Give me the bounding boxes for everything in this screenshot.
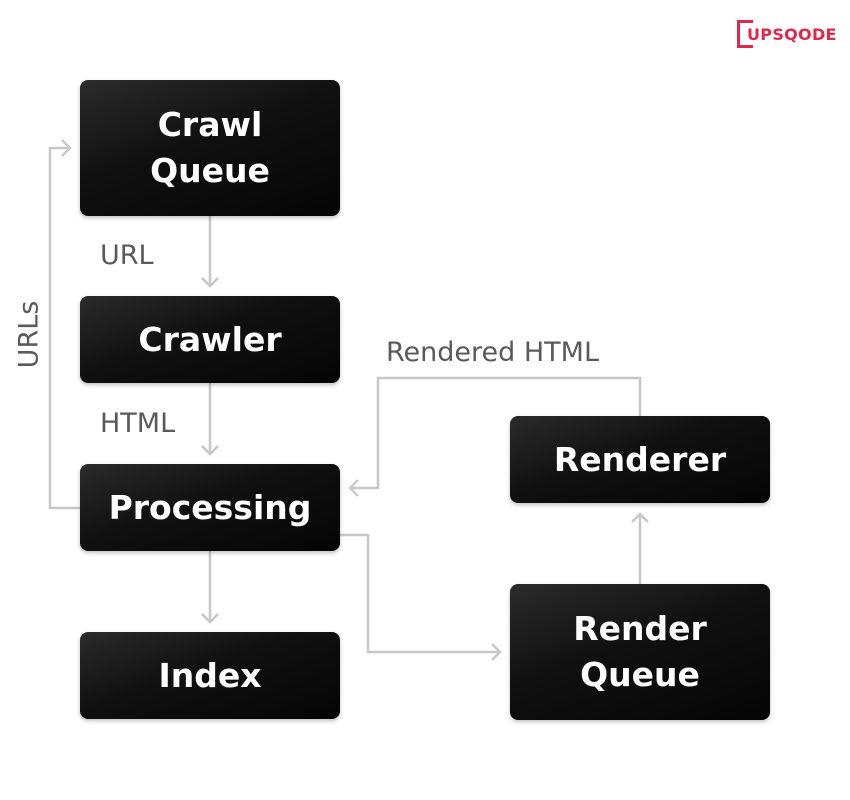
edge-label-urls-container: URLs <box>12 300 46 368</box>
edge-label-rendered-html: Rendered HTML <box>386 337 599 368</box>
edge-label-url: URL <box>100 240 154 271</box>
logo-text: UPSQODE <box>747 25 837 44</box>
node-crawl-queue-label: Crawl Queue <box>150 105 270 190</box>
node-renderer: Renderer <box>510 416 770 503</box>
node-index-label: Index <box>158 655 262 695</box>
edge-render-queue-to-renderer <box>631 512 649 584</box>
edge-processing-to-render-queue <box>340 533 502 661</box>
node-render-queue: Render Queue <box>510 584 770 720</box>
edge-label-html: HTML <box>100 408 176 439</box>
edge-processing-to-index <box>201 551 219 624</box>
edge-crawler-to-processing <box>201 383 219 456</box>
edge-renderer-to-processing <box>348 376 642 497</box>
node-crawler: Crawler <box>80 296 340 383</box>
edge-processing-to-crawl-queue <box>48 139 80 510</box>
node-render-queue-label: Render Queue <box>573 609 707 694</box>
node-crawl-queue: Crawl Queue <box>80 80 340 216</box>
upsqode-logo: UPSQODE <box>737 20 837 50</box>
logo-bracket-icon <box>737 20 753 48</box>
node-crawler-label: Crawler <box>138 319 282 359</box>
edge-label-urls: URLs <box>13 300 45 368</box>
node-processing: Processing <box>80 464 340 551</box>
edge-crawl-queue-to-crawler <box>201 216 219 288</box>
node-renderer-label: Renderer <box>553 439 727 479</box>
node-index: Index <box>80 632 340 719</box>
node-processing-label: Processing <box>108 487 312 527</box>
